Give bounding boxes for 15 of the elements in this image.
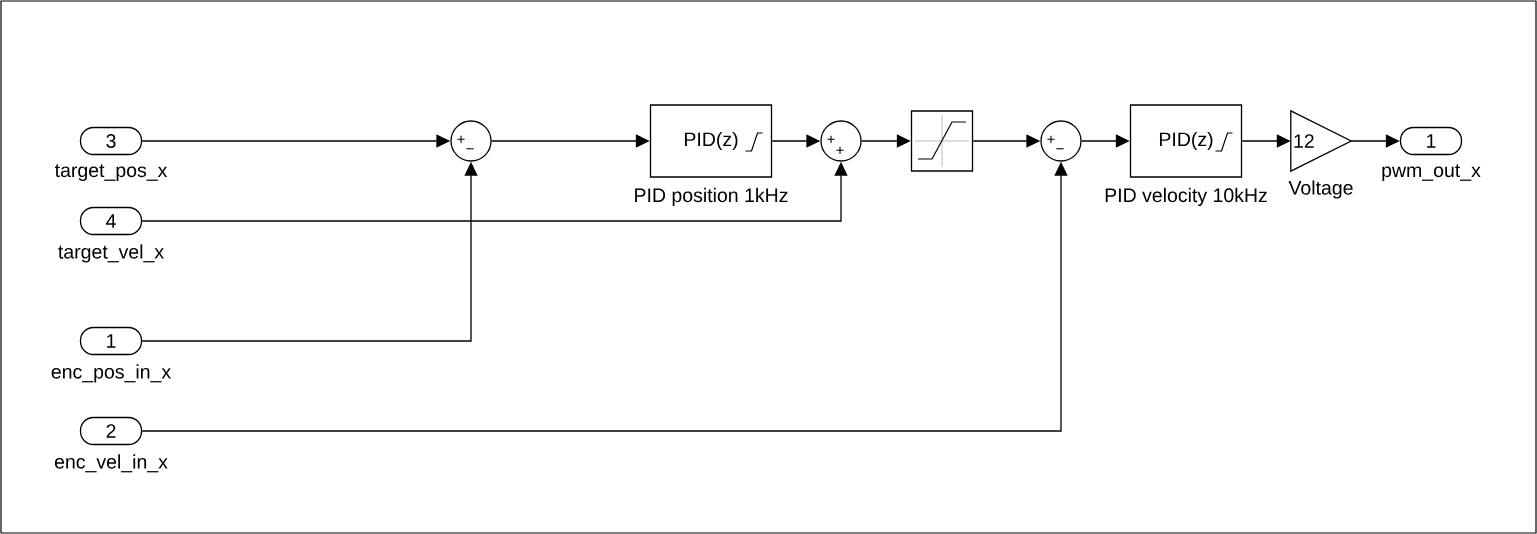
pid-block: PID(z) bbox=[1129, 104, 1243, 178]
block-label: pwm_out_x bbox=[1382, 164, 1481, 181]
block-label: enc_vel_in_x bbox=[54, 454, 168, 473]
port-block: 3 bbox=[79, 126, 143, 156]
pid-block: PID(z) bbox=[649, 104, 773, 178]
block-label: PID position 1kHz bbox=[635, 187, 788, 206]
block-label: target_vel_x bbox=[58, 244, 164, 263]
port-block: 4 bbox=[79, 206, 143, 236]
block-label: enc_pos_in_x bbox=[51, 364, 171, 383]
block-label: Voltage bbox=[1288, 180, 1353, 199]
block-label: target_pos_x bbox=[54, 164, 168, 181]
block-label: PID velocity 10kHz bbox=[1105, 187, 1267, 206]
port-block: 1 bbox=[1399, 126, 1463, 156]
port-block: 2 bbox=[79, 416, 143, 446]
port-block: 1 bbox=[79, 326, 143, 356]
